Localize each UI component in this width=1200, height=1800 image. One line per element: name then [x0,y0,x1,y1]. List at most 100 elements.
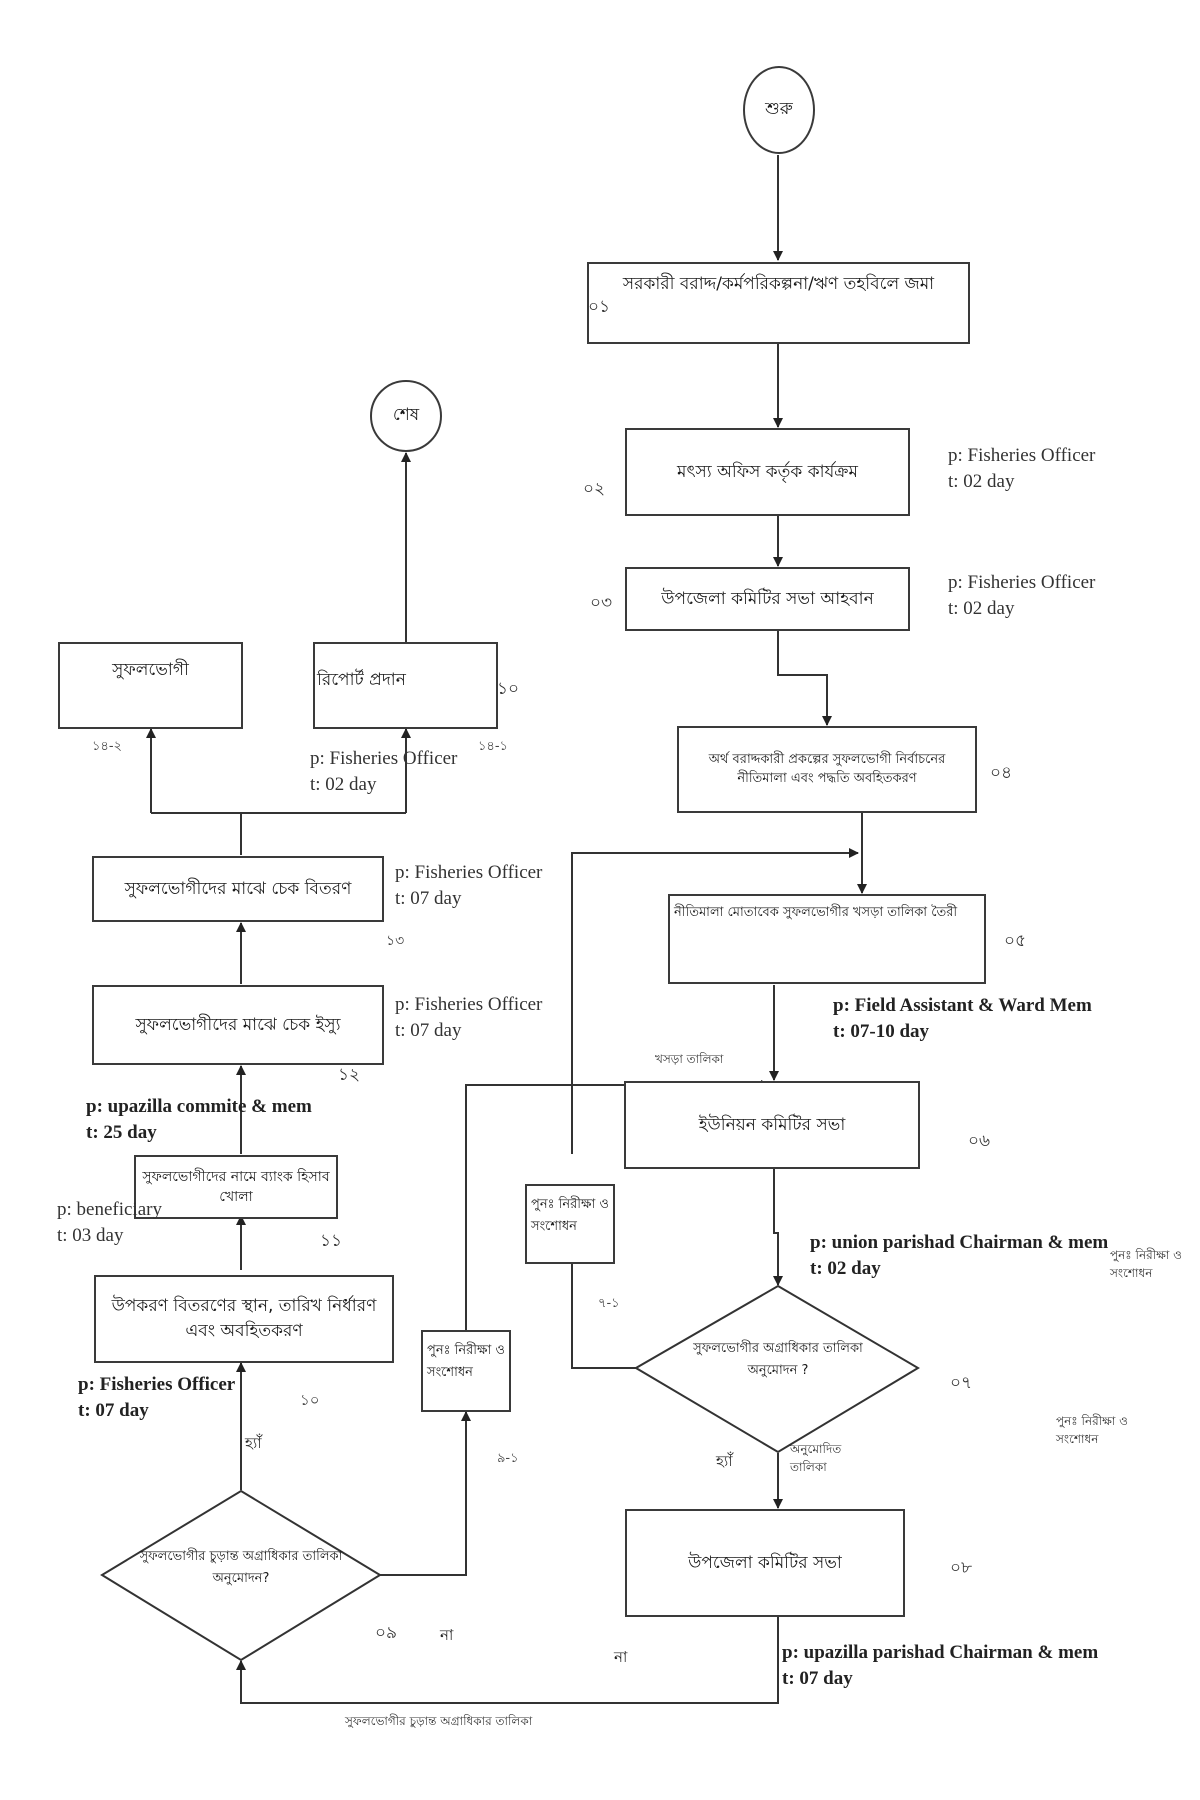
step-10-number: ১০ [300,1391,320,1409]
step-06-number: ০৬ [968,1131,991,1151]
edge-label-final-list: সুফলভোগীর চুড়ান্ত অগ্রাধিকার তালিকা [345,1714,533,1728]
step-11-meta: p: beneficiary t: 03 day [57,1197,162,1248]
decision-09-number: ০৯ [375,1623,398,1643]
edge-review71-to-05 [571,848,859,1154]
edge-label-draft-list: খসড়া তালিকা [655,1052,724,1066]
end-terminal: শেষ [370,380,442,452]
step-02-person: p: Fisheries Officer [948,445,1096,466]
start-label: শুরু [765,99,793,119]
step-03-text: উপজেলা কমিটির সভা আহবান [661,588,874,609]
step-10-box: উপকরণ বিতরণের স্থান, তারিখ নির্ধারণ এবং … [94,1275,394,1363]
step-11-box: সুফলভোগীদের নামে ব্যাংক হিসাব খোলা [134,1155,338,1219]
floating-note-1-text: পুনঃ নিরীক্ষা ও সংশোধন [1110,1248,1182,1280]
step-08-time: t: 07 day [782,1667,853,1689]
step-06-text: ইউনিয়ন কমিটির সভা [698,1114,846,1135]
step-14-2-number-text: ১৪-২ [92,739,123,754]
step-14-1-meta: p: Fisheries Officer t: 02 day [310,746,457,797]
floating-note-2: পুনঃ নিরীক্ষা ও সংশোধন [1056,1412,1134,1448]
step-05-box: নীতিমালা মোতাবেক সুফলভোগীর খসড়া তালিকা … [668,894,986,984]
step-02-number: ০২ [583,479,606,499]
step-13-person: p: Fisheries Officer [395,862,543,883]
step-12-incoming-time: t: 25 day [86,1121,157,1143]
step-05-text: নীতিমালা মোতাবেক সুফলভোগীর খসড়া তালিকা … [674,905,958,920]
step-14-1-side-number: ১০ [497,679,520,699]
step-12-box: সুফলভোগীদের মাঝে চেক ইস্যু [92,985,384,1065]
step-11-person: p: beneficiary [57,1199,162,1220]
step-08-number: ০৮ [950,1558,973,1578]
decision-09-question: সুফলভোগীর চুড়ান্ত অগ্রাধিকার তালিকা অনু… [139,1549,343,1587]
step-04-text: অর্থ বরাদ্দকারী প্রকল্পের সুফলভোগী নির্ব… [708,751,946,786]
step-14-2-box: সুফলভোগী [58,642,243,729]
step-03-time: t: 02 day [948,597,1015,619]
step-06-person: p: union parishad Chairman & mem [810,1232,1109,1253]
step-02-text: মৎস্য অফিস কর্তৃক কার্যক্রম [677,461,858,482]
step-12-person: p: Fisheries Officer [395,994,543,1015]
step-10-meta: p: Fisheries Officer t: 07 day [78,1372,235,1423]
step-14-1-person: p: Fisheries Officer [310,748,458,769]
step-08-person: p: upazilla parishad Chairman & mem [782,1642,1099,1663]
step-12-number: ১২ [338,1065,361,1085]
decision-07-number: ০৭ [950,1373,973,1393]
step-12-meta: p: Fisheries Officer t: 07 day [395,992,542,1043]
step-13-text: সুফলভোগীদের মাঝে চেক বিতরণ [124,878,352,899]
step-12-incoming-person: p: upazilla commite & mem [86,1096,312,1117]
edge-07-to-review71 [571,1253,636,1369]
step-13-meta: p: Fisheries Officer t: 07 day [395,860,542,911]
decision-07-text: সুফলভোগীর অগ্রাধিকার তালিকা অনুমোদন ? [672,1338,884,1382]
step-11-text: সুফলভোগীদের নামে ব্যাংক হিসাব খোলা [142,1168,330,1205]
step-01-box: সরকারী বরাদ্দ/কর্মপরিকল্পনা/ঋণ তহবিলে জম… [587,262,970,344]
review-9-1-box: পুনঃ নিরীক্ষা ও সংশোধন [421,1330,511,1412]
step-04-box: অর্থ বরাদ্দকারী প্রকল্পের সুফলভোগী নির্ব… [677,726,977,813]
review-7-1-box: পুনঃ নিরীক্ষা ও সংশোধন [525,1184,615,1264]
end-label: শেষ [392,405,420,425]
edge-03-to-04 [777,629,832,726]
review-7-1-text: পুনঃ নিরীক্ষা ও সংশোধন [531,1197,609,1235]
edge-label-approved-list: অনুমোদিত তালিকা [790,1440,850,1476]
review-7-1-number: ৭-১ [598,1296,620,1311]
step-06-meta: p: union parishad Chairman & mem t: 02 d… [810,1230,1108,1281]
decision-09-text: সুফলভোগীর চুড়ান্ত অগ্রাধিকার তালিকা অনু… [136,1546,346,1590]
step-11-number: ১১ [320,1231,343,1251]
edge-06-to-07 [773,1168,783,1286]
decision-09-shape [100,1489,382,1662]
step-14-2-number: ১৪-২ [92,738,122,756]
decision-07-question: সুফলভোগীর অগ্রাধিকার তালিকা অনুমোদন ? [693,1341,863,1379]
step-05-number: ০৫ [1004,931,1027,951]
step-13-time: t: 07 day [395,887,462,909]
step-12-time: t: 07 day [395,1019,462,1041]
step-03-box: উপজেলা কমিটির সভা আহবান [625,567,910,631]
edge-label-no-08: না [614,1648,628,1666]
edge-08-to-09 [236,1617,779,1704]
floating-note-1: পুনঃ নিরীক্ষা ও সংশোধন [1110,1246,1188,1282]
step-05-person: p: Field Assistant & Ward Mem [833,995,1092,1016]
step-14-1-time: t: 02 day [310,773,377,795]
step-05-meta: p: Field Assistant & Ward Mem t: 07-10 d… [833,993,1092,1044]
edge-label-yes-07: হ্যাঁ [716,1452,733,1470]
step-08-text: উপজেলা কমিটির সভা [688,1552,842,1573]
step-02-box: মৎস্য অফিস কর্তৃক কার্যক্রম [625,428,910,516]
step-01-text: সরকারী বরাদ্দ/কর্মপরিকল্পনা/ঋণ তহবিলে জম… [622,274,935,294]
review-9-1-number: ৯-১ [497,1451,519,1466]
step-14-1-number-text: ১৪-১ [478,739,508,754]
step-14-2-text: সুফলভোগী [112,660,189,680]
step-08-meta: p: upazilla parishad Chairman & mem t: 0… [782,1640,1098,1691]
step-03-meta: p: Fisheries Officer t: 02 day [948,570,1095,621]
step-14-1-text: রিপোর্ট প্রদান [317,670,406,690]
step-01-number: ০১ [588,297,611,317]
step-11-time: t: 03 day [57,1224,124,1246]
edge-label-no-09: না [440,1626,454,1644]
start-terminal: শুরু [743,66,815,154]
edge-label-approved-list-text: অনুমোদিত তালিকা [790,1442,842,1474]
step-06-box: ইউনিয়ন কমিটির সভা [624,1081,920,1169]
step-10-person: p: Fisheries Officer [78,1374,236,1395]
step-10-text: উপকরণ বিতরণের স্থান, তারিখ নির্ধারণ এবং … [111,1296,377,1341]
step-12-text: সুফলভোগীদের মাঝে চেক ইস্যু [135,1014,341,1035]
floating-note-2-text: পুনঃ নিরীক্ষা ও সংশোধন [1056,1414,1128,1446]
step-10-time: t: 07 day [78,1399,149,1421]
step-03-person: p: Fisheries Officer [948,572,1096,593]
step-14-1-box: রিপোর্ট প্রদান [313,642,498,729]
step-13-number: ১৩ [386,933,405,949]
step-06-time: t: 02 day [810,1257,881,1279]
step-04-number: ০৪ [990,763,1013,783]
